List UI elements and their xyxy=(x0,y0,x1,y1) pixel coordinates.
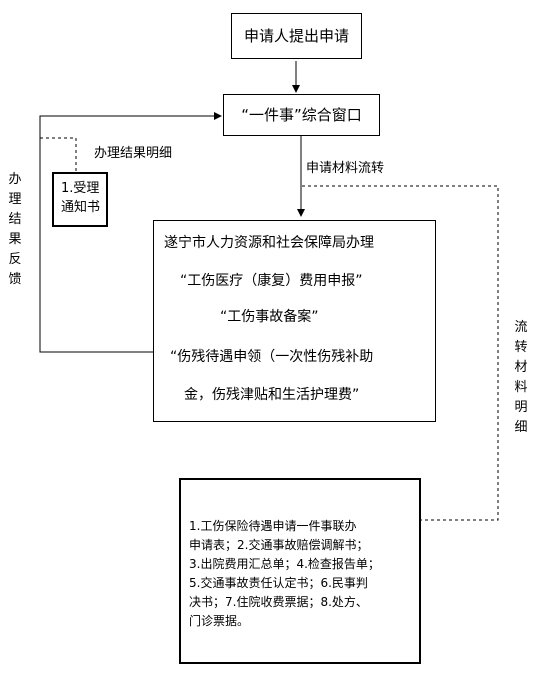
bureau-box: 遂宁市人力资源和社会保障局办理 “工伤医疗（康复）费用申报” “工伤事故备案” … xyxy=(153,220,436,422)
dashed-link-to-receipt xyxy=(40,137,77,172)
materials-line4: 5.交通事故责任认定书；6.民事判 xyxy=(189,576,368,590)
dashed-link-to-materials xyxy=(302,185,499,521)
material-flow-label: 申请材料流转 xyxy=(306,161,385,176)
apply-box: 申请人提出申请 xyxy=(231,13,362,59)
bureau-line2: “工伤医疗（康复）费用申报” xyxy=(180,273,363,289)
window-text: “一件事”综合窗口 xyxy=(241,106,362,124)
feedback-loop-line xyxy=(39,112,222,353)
bureau-line5: 金，伤残津贴和生活护理费” xyxy=(184,387,360,403)
flow-detail-label: 流转材料明细 xyxy=(514,320,528,435)
materials-line1: 1.工伤保险待遇申请一件事联办 xyxy=(189,519,357,533)
result-detail-label: 办理结果明细 xyxy=(94,146,173,161)
materials-box: 1.工伤保险待遇申请一件事联办 申请表；2.交通事故赔偿调解书； 3.出院费用汇… xyxy=(179,478,421,664)
result-feedback-label: 办理结果反馈 xyxy=(8,172,22,287)
bureau-line1: 遂宁市人力资源和社会保障局办理 xyxy=(164,235,374,251)
receipt-box: 1.受理 通知书 xyxy=(52,172,108,227)
window-box: “一件事”综合窗口 xyxy=(223,94,380,136)
materials-line3: 3.出院费用汇总单；4.检查报告单； xyxy=(189,557,380,571)
receipt-line2: 通知书 xyxy=(61,200,101,215)
receipt-line1: 1.受理 xyxy=(61,181,100,196)
materials-line2: 申请表；2.交通事故赔偿调解书； xyxy=(189,538,369,552)
bureau-line3: “工伤事故备案” xyxy=(220,309,319,325)
materials-line5: 决书；7.住院收费票据；8.处方、 xyxy=(189,595,368,609)
bureau-line4: “伤残待遇申领（一次性伤残补助 xyxy=(170,349,374,365)
materials-line6: 门诊票据。 xyxy=(189,614,250,628)
apply-text: 申请人提出申请 xyxy=(243,27,349,45)
